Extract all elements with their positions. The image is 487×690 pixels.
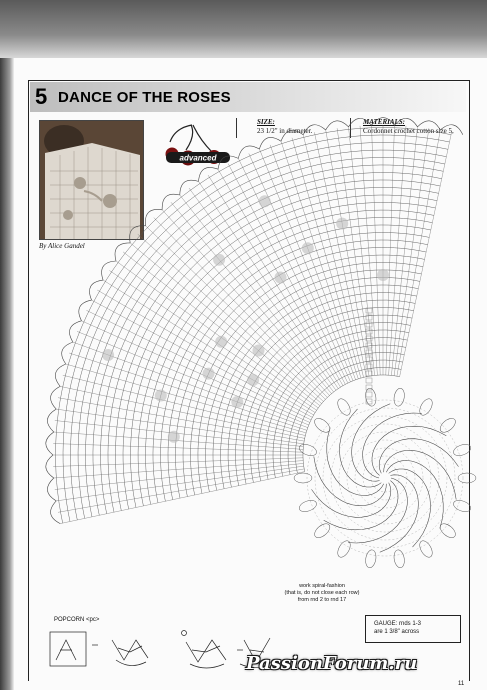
scan-top-shadow — [0, 0, 487, 58]
popcorn-symbol-box — [49, 631, 87, 667]
popcorn-step-2 — [185, 639, 227, 663]
popcorn-step-dot — [181, 630, 187, 636]
column-divider-2 — [350, 118, 351, 138]
filet-grid — [45, 117, 464, 524]
gauge-box: GAUGE: rnds 1-3 are 1 3/8" across — [365, 615, 461, 643]
badge-label: advanced — [180, 154, 218, 163]
doily-photo-art — [40, 121, 143, 239]
column-divider-1 — [236, 118, 237, 138]
popcorn-step-3 — [243, 637, 271, 663]
materials-value: Cordonnet crochet cotton size 5, — [363, 127, 454, 135]
pattern-frame — [28, 80, 470, 681]
materials-label: MATERIALS: — [363, 118, 406, 126]
note-line: from rnd 2 to rnd 17 — [297, 597, 347, 603]
size-value: 23 1/2" in diameter. — [257, 127, 313, 135]
note-line: (that is, do not close each row) — [284, 590, 360, 596]
size-label: SIZE: — [257, 118, 275, 126]
popcorn-step-1 — [111, 639, 149, 661]
popcorn-symbol — [55, 639, 77, 661]
book-spine-shadow — [0, 58, 14, 690]
watermark: PassionForum.ru — [246, 653, 418, 674]
spiral-note: work spiral-fashion (that is, do not clo… — [282, 583, 362, 604]
gauge-line: GAUGE: rnds 1-3 — [374, 621, 422, 627]
popcorn-label: POPCORN <pc> — [54, 617, 100, 623]
doily-photo — [39, 120, 144, 240]
note-line: work spiral-fashion — [299, 583, 345, 589]
page-number: 11 — [458, 681, 465, 687]
gauge-line: are 1 3/8" across — [374, 629, 420, 635]
pattern-title: DANCE OF THE ROSES — [58, 89, 231, 106]
designer-byline: By Alice Gandel — [39, 242, 85, 250]
spiral-center-motif — [293, 388, 477, 568]
pattern-number: 5 — [35, 84, 48, 109]
title-bar — [30, 82, 466, 112]
